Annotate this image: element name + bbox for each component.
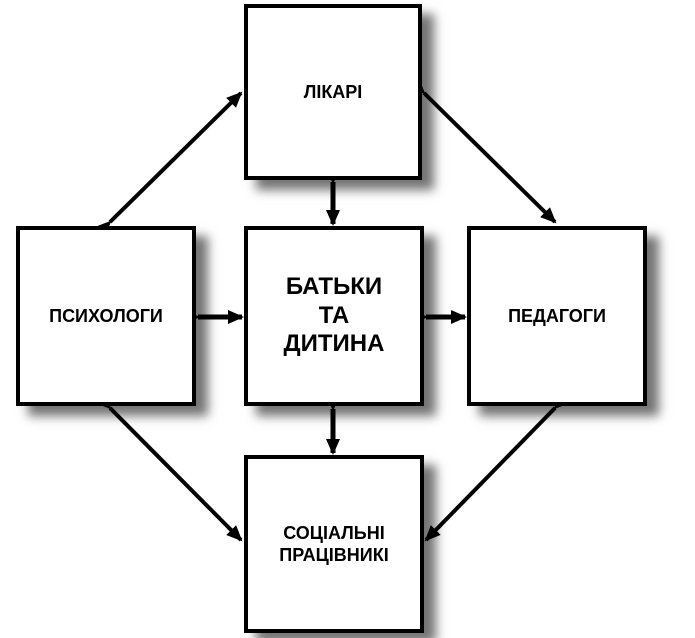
box-parents-child: БАТЬКИ ТА ДИТИНА — [244, 226, 424, 406]
box-psychologists: ПСИХОЛОГИ — [16, 226, 196, 406]
box-doctors: ЛІКАРІ — [244, 4, 422, 180]
box-teachers: ПЕДАГОГИ — [467, 226, 647, 406]
label-social-workers: СОЦІАЛЬНІ ПРАЦІВНИКІ — [279, 522, 389, 566]
label-teachers: ПЕДАГОГИ — [508, 305, 606, 326]
label-parents-child: БАТЬКИ ТА ДИТИНА — [283, 272, 385, 358]
box-social-workers: СОЦІАЛЬНІ ПРАЦІВНИКІ — [244, 455, 424, 633]
label-psychologists: ПСИХОЛОГИ — [49, 305, 163, 326]
arrow-top-left — [95, 91, 243, 237]
label-doctors: ЛІКАРІ — [303, 81, 363, 102]
arrow-top-right — [409, 78, 557, 224]
arrow-right-bottom — [424, 393, 570, 542]
arrow-left-bottom — [95, 393, 243, 542]
